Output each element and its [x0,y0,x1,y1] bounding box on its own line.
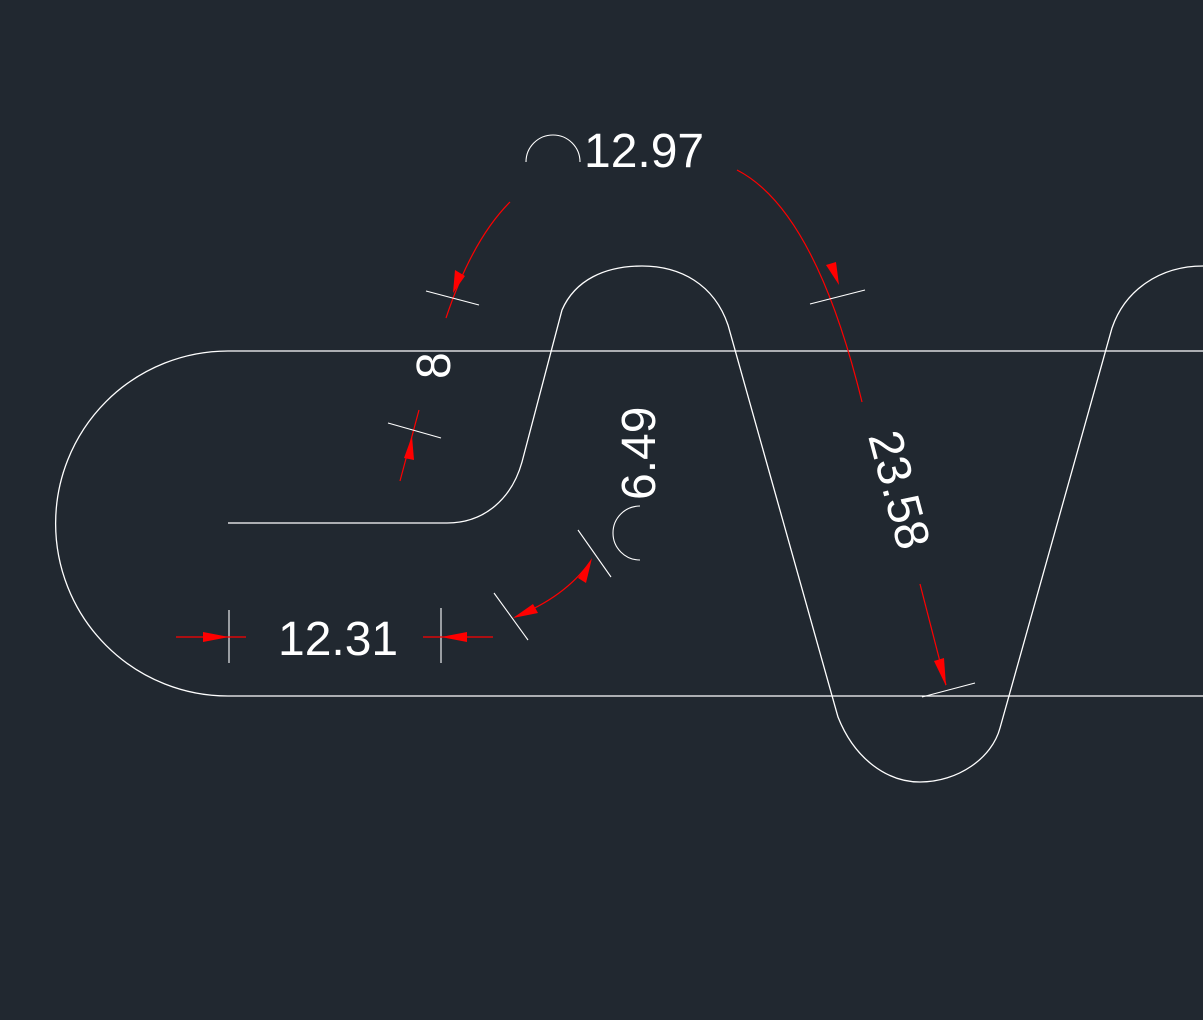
arrow-head-left [453,270,465,293]
tick-mark-right [809,289,866,305]
arc-symbol [525,134,581,163]
dimension-text-8: 8 [408,352,461,379]
part-geometry [54,265,1203,783]
arrow-head-12-31-right [441,632,467,642]
dimension-aligned-right[interactable]: 23.58 [857,425,976,698]
arrow-head-23-58 [934,658,946,686]
tick-mark-inner-upper [577,529,612,578]
dimension-arc-top[interactable]: 12.97 [425,125,866,403]
left-end-arc[interactable] [54,350,229,697]
arrow-head-12-31-left [203,632,229,642]
dimension-aligned-left[interactable]: 8 [387,352,461,482]
dimension-text-6-49: 6.49 [613,407,666,500]
tick-mark-23-58 [921,682,976,698]
arrow-head-inner-upper [578,558,592,583]
dimension-arc-inner[interactable]: 6.49 [493,407,666,641]
dimension-text-12-97: 12.97 [584,125,704,178]
arrow-head-right [826,262,839,285]
zigzag-profile-path[interactable] [446,265,1203,783]
tick-mark-left [425,290,480,306]
dim-arc-line-right [736,169,863,403]
tick-mark-inner-lower [493,592,529,641]
arc-symbol-inner [612,505,641,561]
dimension-text-23-58: 23.58 [857,425,939,555]
dimension-linear-bottom[interactable]: 12.31 [176,608,493,666]
arrow-head-8 [404,436,414,460]
tick-mark-8 [387,422,442,439]
dim-arc-line-left [445,201,511,319]
dimension-text-12-31: 12.31 [278,613,398,666]
arrow-head-inner-lower [513,604,538,618]
